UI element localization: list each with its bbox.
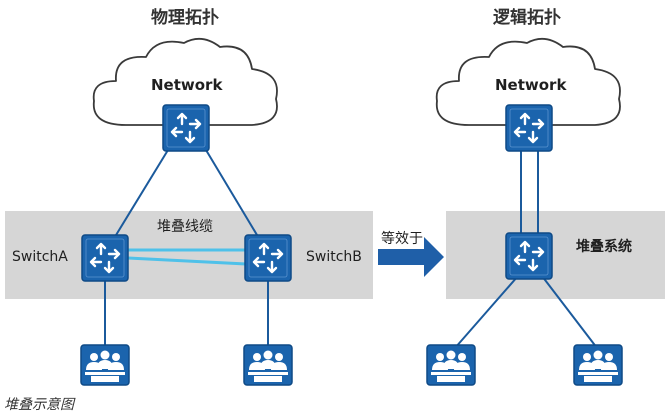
network-router-icon bbox=[161, 103, 211, 153]
stack-cable-2 bbox=[127, 256, 247, 266]
network-router-logical-icon bbox=[504, 103, 554, 153]
stack-cable-label: 堆叠线缆 bbox=[157, 219, 213, 235]
equivalence-arrow-icon bbox=[378, 237, 444, 277]
logical-topology-title: 逻辑拓扑 bbox=[493, 8, 561, 28]
physical-topology-title: 物理拓扑 bbox=[151, 8, 219, 28]
user-group-logical-a-icon bbox=[426, 344, 476, 386]
downlink-logical-a bbox=[454, 275, 519, 349]
switch-b-icon bbox=[243, 233, 293, 283]
stack-band-physical bbox=[5, 211, 373, 299]
switch-a-label: SwitchA bbox=[12, 249, 68, 265]
network-label-logical: Network bbox=[495, 76, 567, 94]
switch-b-label: SwitchB bbox=[306, 249, 362, 265]
equivalence-label: 等效于 bbox=[381, 231, 423, 247]
stack-system-icon bbox=[504, 231, 554, 281]
user-group-logical-b-icon bbox=[573, 344, 623, 386]
network-label: Network bbox=[151, 76, 223, 94]
user-group-b-icon bbox=[243, 344, 293, 386]
figure-caption: 堆叠示意图 bbox=[4, 397, 74, 413]
downlink-logical-b bbox=[541, 275, 598, 349]
stack-band-logical bbox=[446, 211, 665, 299]
uplink-a bbox=[112, 149, 169, 241]
uplink-b bbox=[205, 149, 261, 241]
switch-a-icon bbox=[80, 233, 130, 283]
user-group-a-icon bbox=[80, 344, 130, 386]
stack-system-label: 堆叠系统 bbox=[576, 239, 632, 255]
